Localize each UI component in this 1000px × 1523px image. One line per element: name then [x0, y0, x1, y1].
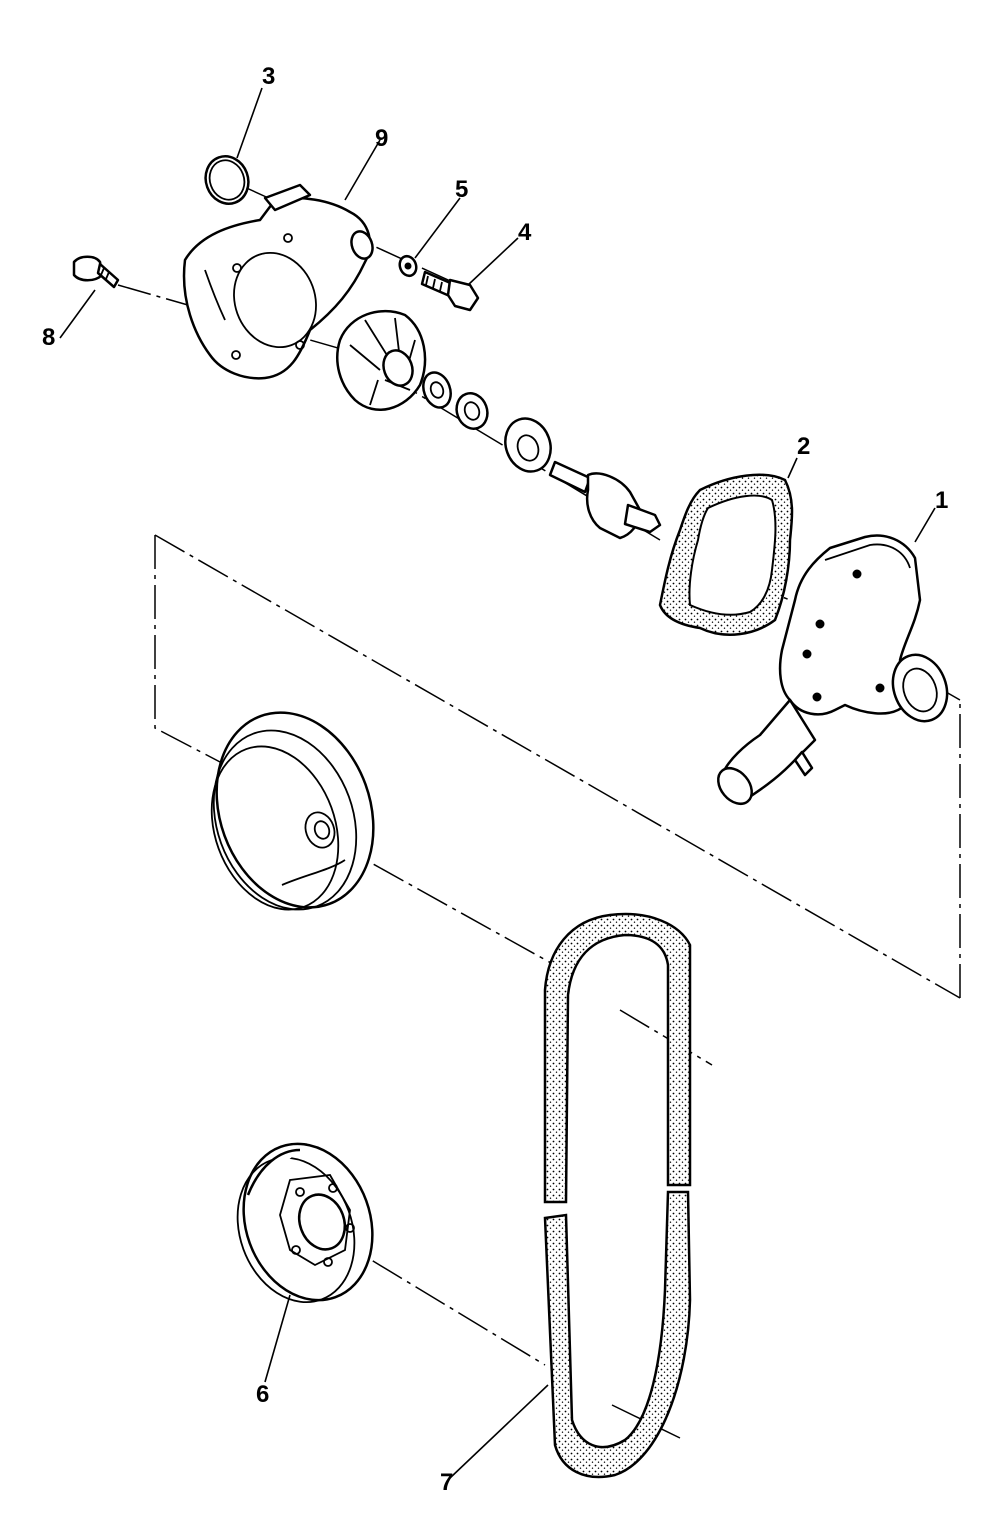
impeller — [336, 310, 427, 411]
v-belt — [543, 912, 692, 1479]
crank-pulley — [236, 1142, 374, 1304]
pump-cover-plate — [182, 183, 374, 380]
leader-lines — [59, 87, 936, 1479]
callout-7: 7 — [440, 1469, 453, 1496]
seal-set — [422, 371, 552, 473]
bolt — [420, 270, 480, 312]
washer — [398, 254, 418, 278]
callout-6: 6 — [256, 1381, 269, 1408]
callout-1: 1 — [935, 487, 948, 514]
o-ring — [204, 155, 250, 205]
callout-4: 4 — [518, 219, 532, 246]
pump-gasket — [658, 473, 794, 636]
pump-shaft — [548, 460, 662, 540]
callout-9: 9 — [375, 125, 388, 152]
callout-labels: 1 2 3 4 5 6 7 8 9 — [42, 63, 948, 1496]
pump-housing — [717, 534, 949, 806]
callout-5: 5 — [455, 176, 468, 203]
callout-8: 8 — [42, 324, 55, 351]
stud-screw — [72, 255, 120, 289]
pump-pulley — [210, 711, 375, 911]
callout-2: 2 — [797, 433, 810, 460]
callout-3: 3 — [262, 63, 275, 90]
